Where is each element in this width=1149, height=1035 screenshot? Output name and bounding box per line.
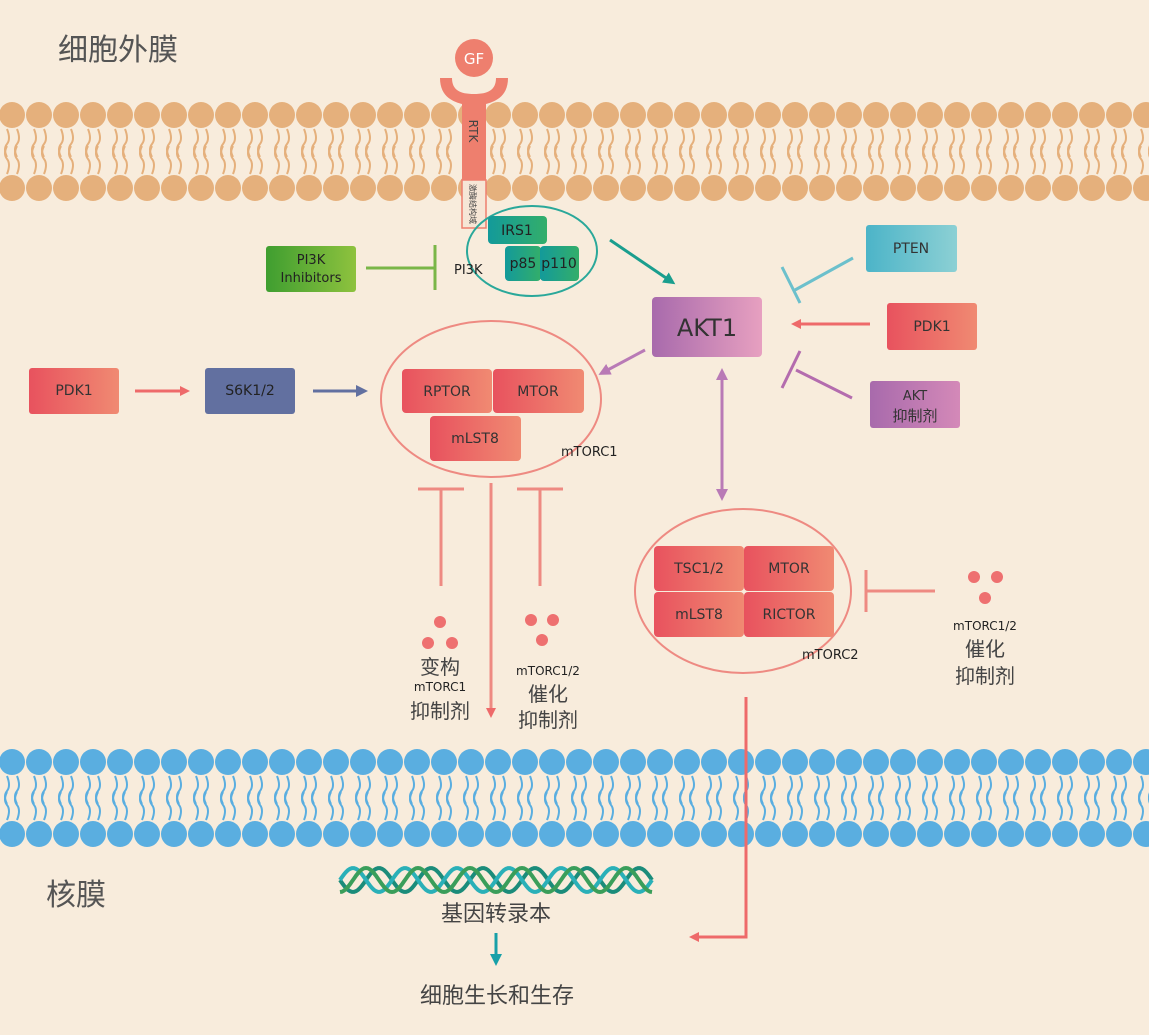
- pten-inhibition-line: [794, 256, 854, 292]
- akt1-to-mtorc1-arrow: [598, 348, 646, 375]
- akt-inhibitor-box: [870, 381, 960, 428]
- pdk1-left-label: PDK1: [55, 383, 92, 399]
- s6k-box: [205, 368, 295, 414]
- pi3k-inhibitors-line2: Inhibitors: [281, 271, 342, 286]
- pten-label: PTEN: [893, 241, 929, 257]
- tsc-label: TSC1/2: [673, 561, 724, 577]
- catalytic-mid-line3: 抑制剂: [518, 708, 578, 732]
- rptor-label: RPTOR: [423, 384, 471, 400]
- catalytic-right-line2: 催化: [965, 637, 1005, 661]
- mtorc2-complex-outline: [634, 508, 852, 674]
- gene-transcription-label: 基因转录本: [441, 902, 551, 927]
- irs1-box: [488, 216, 547, 244]
- pi3k-to-akt1-arrow: [609, 238, 676, 285]
- cell-membrane-label: 细胞外膜: [58, 33, 178, 68]
- catalytic-inhibitor-dots-right: [968, 571, 1003, 604]
- mtorc1-complex-outline: [380, 320, 602, 478]
- cell-outer-membrane: [0, 102, 1149, 201]
- s6k-label: S6K1/2: [225, 383, 275, 399]
- allosteric-label-line3: 抑制剂: [410, 699, 470, 723]
- kinase-domain: [461, 179, 487, 229]
- pdk1-right-label: PDK1: [913, 319, 950, 335]
- allosteric-label-line1: 变构: [420, 655, 460, 679]
- p85-label: p85: [510, 256, 537, 272]
- p85-box: [505, 246, 541, 281]
- catalytic-right-line3: 抑制剂: [955, 664, 1015, 688]
- akt-inhibitor-line1: AKT: [903, 389, 927, 404]
- catalytic-mid-line1: mTORC1/2: [516, 664, 580, 678]
- nuclear-membrane: [0, 749, 1149, 847]
- mtor1-box: [493, 369, 584, 413]
- mlst8-2-label: mLST8: [675, 607, 723, 623]
- tsc-box: [654, 546, 744, 591]
- pten-inhibition-bar: [780, 266, 802, 304]
- allosteric-inhibitor-dots: [422, 616, 458, 649]
- mtorc2-to-nucleus-arrow: [689, 697, 748, 942]
- p110-label: p110: [541, 256, 577, 272]
- catalytic-right-line1: mTORC1/2: [953, 619, 1017, 633]
- akt-inhibitor-bar: [780, 350, 802, 389]
- mtorc2-label: mTORC2: [802, 648, 859, 663]
- pdk1-right-box: [887, 303, 977, 350]
- rictor-label: RICTOR: [763, 607, 816, 623]
- rtk-label: RTK: [466, 120, 480, 144]
- p110-box: [540, 246, 579, 281]
- mtor2-label: MTOR: [768, 561, 810, 577]
- kinase-domain-label: 激酶结构域: [468, 184, 478, 224]
- mlst8-1-label: mLST8: [451, 431, 499, 447]
- dna-helix: [338, 865, 654, 895]
- rtk-receptor: GF RTK 激酶结构域: [440, 39, 508, 229]
- akt-inhibitor-line: [795, 368, 853, 400]
- rictor-box: [744, 592, 834, 637]
- gf-ligand: [455, 39, 493, 77]
- akt-inhibitor-line2: 抑制剂: [892, 407, 937, 425]
- pdk1-left-box: [29, 368, 119, 414]
- pi3k-label: PI3K: [454, 263, 483, 278]
- mtor1-label: MTOR: [517, 384, 559, 400]
- allosteric-label-line2: mTORC1: [414, 680, 466, 694]
- nuclear-membrane-label: 核膜: [46, 878, 106, 913]
- catalytic-inhibitor-dots-mid: [525, 614, 559, 646]
- pi3k-inhibitors-line1: PI3K: [297, 253, 326, 268]
- rptor-box: [402, 369, 492, 413]
- pten-box: [866, 225, 957, 272]
- pi3k-inhibitors-box: [266, 246, 356, 292]
- cell-growth-label: 细胞生长和生存: [420, 984, 574, 1009]
- mlst8-2-box: [654, 592, 744, 637]
- irs1-label: IRS1: [501, 223, 533, 239]
- mtor2-box: [744, 546, 834, 591]
- akt1-label: AKT1: [677, 314, 737, 342]
- mtorc1-label: mTORC1: [561, 445, 618, 460]
- gf-label: GF: [464, 50, 484, 68]
- mlst8-1-box: [430, 416, 521, 461]
- pi3k-complex-outline: [466, 205, 598, 297]
- catalytic-mid-line2: 催化: [528, 682, 568, 706]
- akt1-box: [652, 297, 762, 357]
